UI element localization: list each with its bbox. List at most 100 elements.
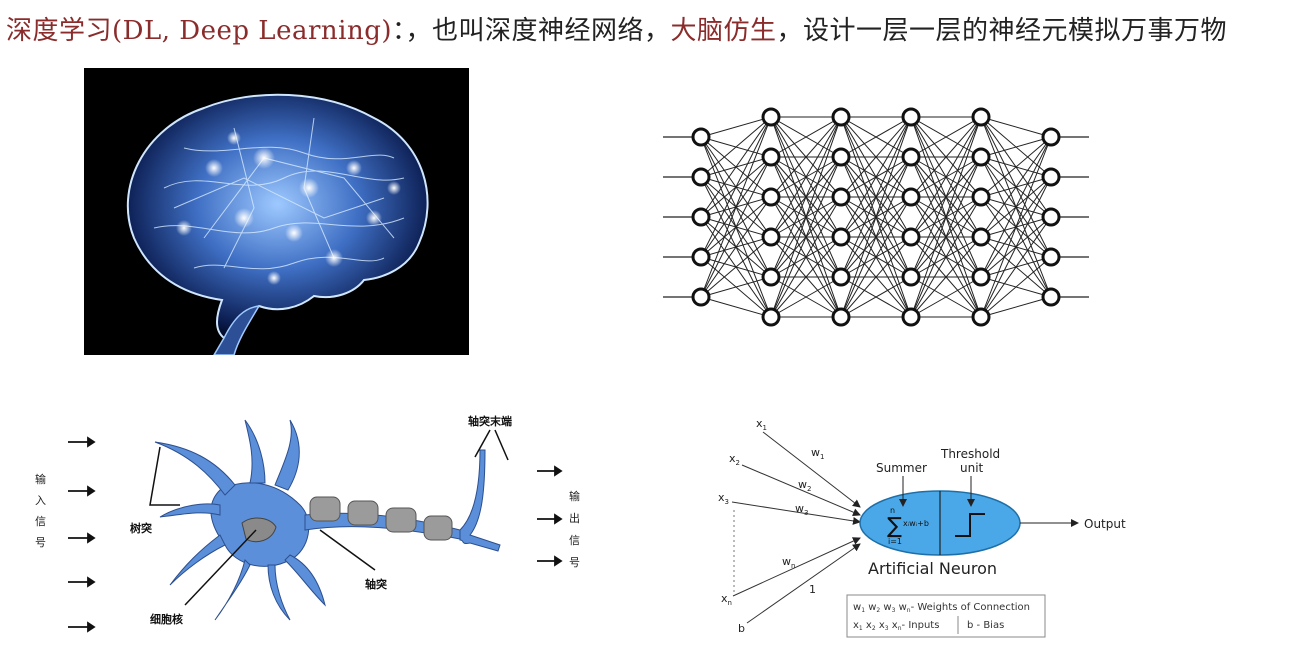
input-arrow-3	[68, 534, 94, 542]
axon-terminal-fan	[460, 450, 500, 551]
network-node-layer-5	[973, 269, 989, 285]
slide-title: 深度学习(DL, Deep Learning)：，也叫深度神经网络，大脑仿生，设…	[6, 10, 1227, 47]
input-signal-label: 输 入 信 号	[35, 472, 46, 549]
output-label-char-4: 号	[569, 556, 580, 569]
network-connection	[981, 117, 1051, 137]
brain-illustration	[84, 68, 469, 355]
network-connection	[981, 137, 1051, 237]
input-line-1	[763, 432, 860, 507]
network-node-layer-4	[903, 109, 919, 125]
dendrite-2	[245, 420, 265, 483]
output-arrow-2	[537, 515, 561, 523]
dendrite-5	[170, 535, 225, 585]
input-label-char-1: 输	[35, 472, 46, 486]
input-xn: xn	[721, 592, 732, 607]
network-connection	[701, 117, 771, 137]
network-node-layer-6	[1043, 169, 1059, 185]
network-node-layer-3	[833, 189, 849, 205]
input-arrow-2	[68, 487, 94, 495]
output-arrow-1	[537, 467, 561, 475]
weight-w2: w2	[798, 478, 811, 493]
network-node-layer-1	[693, 209, 709, 225]
network-connection	[701, 297, 771, 317]
title-text-2: ，设计一层一层的神经元模拟万事万物	[777, 16, 1228, 46]
brain-shape	[128, 95, 428, 338]
network-node-layer-3	[833, 269, 849, 285]
network-node-layer-2	[763, 309, 779, 325]
network-connection	[981, 297, 1051, 317]
legend-inputs-row: x1 x2 x3 xn- Inputs	[853, 620, 939, 632]
network-node-layer-6	[1043, 129, 1059, 145]
input-label-char-3: 信	[35, 515, 46, 528]
legend-inputs-text: - Inputs	[902, 620, 940, 631]
threshold-label-2: unit	[960, 461, 984, 475]
network-node-layer-5	[973, 149, 989, 165]
dendrite-3	[275, 420, 299, 490]
network-connection	[701, 117, 771, 257]
network-connection	[981, 257, 1051, 317]
output-label-char-2: 出	[569, 511, 580, 525]
input-line-n	[733, 538, 860, 596]
dendrite-7	[268, 565, 290, 620]
network-node-layer-3	[833, 109, 849, 125]
threshold-label-1: Threshold	[940, 447, 1000, 461]
myelin-sheath-2	[348, 501, 378, 525]
output-label: Output	[1084, 517, 1126, 531]
axon-label: 轴突	[365, 577, 387, 591]
input-lines	[732, 432, 860, 623]
bias-line	[747, 544, 860, 623]
input-arrow-5	[68, 623, 94, 631]
brain-graphic	[84, 68, 469, 355]
network-node-layer-6	[1043, 249, 1059, 265]
network-node-layer-4	[903, 269, 919, 285]
network-node-layer-2	[763, 189, 779, 205]
network-connection	[701, 157, 771, 297]
network-node-layer-1	[693, 249, 709, 265]
title-highlight: 大脑仿生	[671, 16, 777, 46]
network-connection	[981, 137, 1051, 317]
network-connection	[981, 137, 1051, 157]
output-label-char-3: 信	[569, 534, 580, 547]
dendrite-1	[155, 442, 235, 495]
network-connections	[701, 117, 1051, 317]
dendrite-8	[285, 555, 325, 605]
input-arrow-1	[68, 438, 94, 446]
myelin-sheath-1	[310, 497, 340, 521]
legend-weights-row: w1 w2 w3 wn- Weights of Connection	[853, 602, 1030, 614]
input-arrow-4	[68, 578, 94, 586]
myelin-sheath-4	[424, 516, 452, 540]
summer-label: Summer	[876, 461, 927, 475]
weight-w3: w3	[795, 502, 808, 517]
network-node-layer-5	[973, 189, 989, 205]
network-node-layer-4	[903, 149, 919, 165]
biological-neuron-diagram: 输 入 信 号 树突 细胞核 轴突	[20, 405, 610, 655]
dendrite-callout	[150, 447, 180, 505]
nucleus-label: 细胞核	[150, 612, 183, 626]
artificial-neuron-diagram: x1 x2 x3 xn b w1 w2 w3 wn 1 ∑ n i=1 xᵢwᵢ…	[705, 410, 1135, 645]
network-connection	[701, 277, 771, 297]
network-connection	[981, 177, 1051, 317]
input-arrows	[68, 438, 94, 631]
input-x2: x2	[729, 452, 740, 467]
network-node-layer-2	[763, 269, 779, 285]
network-node-layer-5	[973, 109, 989, 125]
network-node-layer-4	[903, 229, 919, 245]
myelin-sheath-3	[386, 508, 416, 532]
output-arrow-3	[537, 557, 561, 565]
network-node-layer-2	[763, 149, 779, 165]
axon-callout	[320, 530, 375, 570]
network-node-layer-2	[763, 229, 779, 245]
axon-terminal-label: 轴突末端	[468, 414, 512, 428]
legend-bias: b - Bias	[967, 620, 1004, 631]
weight-w1: w1	[811, 446, 824, 461]
legend-weights-text: - Weights of Connection	[911, 602, 1030, 613]
network-node-layer-2	[763, 109, 779, 125]
network-node-layer-4	[903, 309, 919, 325]
output-arrows	[537, 467, 561, 565]
sigma-symbol: ∑	[887, 514, 902, 539]
network-node-layer-1	[693, 289, 709, 305]
network-connection	[701, 117, 771, 217]
sigma-lower: i=1	[888, 537, 902, 546]
network-node-layer-1	[693, 129, 709, 145]
network-node-layer-6	[1043, 289, 1059, 305]
